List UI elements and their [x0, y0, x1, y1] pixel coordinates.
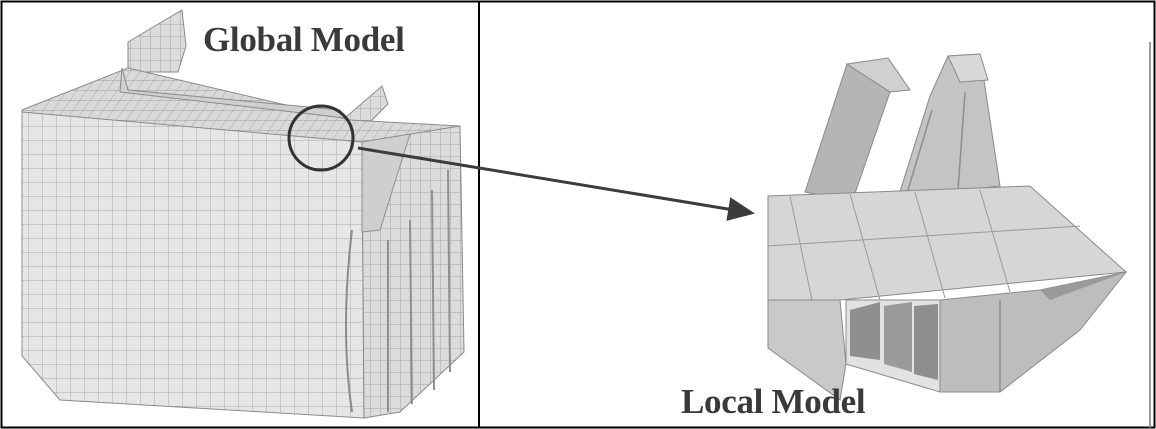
global-model-label: Global Model	[203, 20, 405, 59]
local-model	[767, 53, 1128, 401]
pointer-arrow	[357, 146, 755, 221]
global-model	[21, 9, 465, 419]
detail-circle-marker	[287, 104, 355, 172]
local-model-label: Local Model	[681, 382, 866, 421]
